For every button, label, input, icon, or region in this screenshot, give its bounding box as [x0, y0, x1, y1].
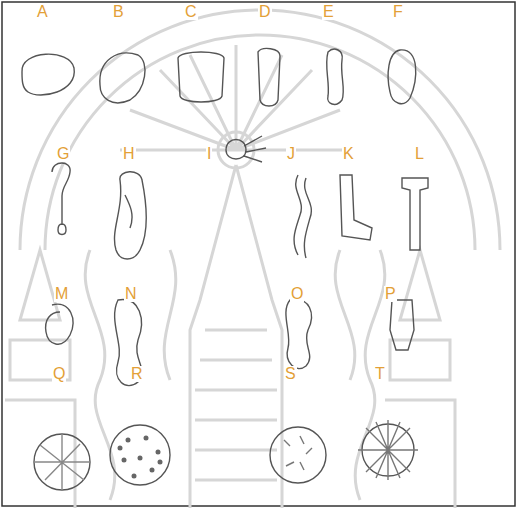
- letter-label: F: [392, 4, 404, 20]
- letter-label: I: [206, 146, 212, 162]
- letter-label: G: [56, 146, 70, 162]
- letter-label: M: [54, 286, 69, 302]
- letter-label: P: [384, 286, 397, 302]
- letter-label: Q: [52, 366, 66, 382]
- letter-label: E: [322, 4, 335, 20]
- letter-label: O: [290, 286, 304, 302]
- letter-label: S: [284, 366, 297, 382]
- letter-label: T: [374, 366, 386, 382]
- letter-label: R: [130, 366, 144, 382]
- letter-label: A: [36, 4, 49, 20]
- letter-label: K: [342, 146, 355, 162]
- watermark: [5, 10, 500, 508]
- letter-label: N: [124, 286, 138, 302]
- letter-label: D: [258, 4, 272, 20]
- letter-label: J: [286, 146, 296, 162]
- letter-label: B: [112, 4, 125, 20]
- letter-label: H: [122, 146, 136, 162]
- letter-label: C: [184, 4, 198, 20]
- sketches: [22, 49, 428, 490]
- letter-label: L: [414, 146, 425, 162]
